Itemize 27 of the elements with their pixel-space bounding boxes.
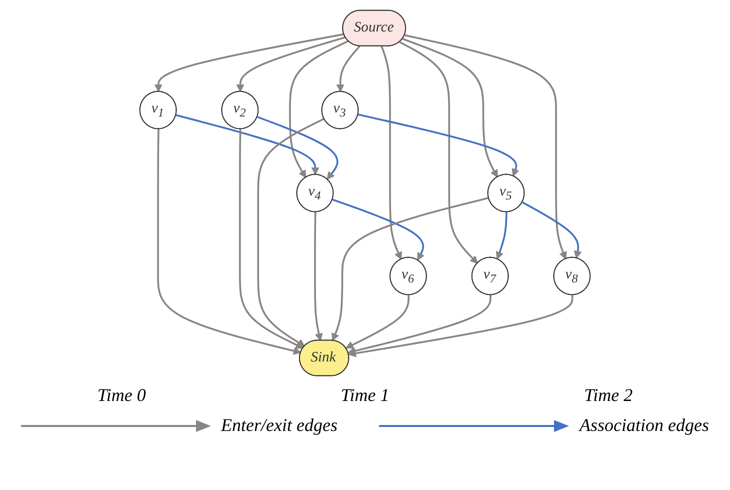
arrow [157,128,302,354]
arrow [332,196,490,341]
arrow [332,198,424,260]
arrow [496,212,508,259]
arrow [380,45,402,260]
arrow [522,200,582,258]
arrow [239,128,304,348]
arrow [154,32,344,92]
time-label: Time 2 [584,385,633,407]
time-label: Time 0 [97,385,146,407]
arrow [404,34,567,259]
arrow [348,294,574,357]
arrow [314,212,323,341]
arrow [289,40,349,178]
legend-text: Enter/exit edges [221,415,338,436]
arrow [257,117,325,346]
legend-text: Association edges [579,415,709,436]
arrow [348,294,492,354]
arrow [399,40,478,264]
arrow [402,38,498,178]
arrow [346,294,410,348]
arrow [336,45,360,92]
time-label: Time 1 [340,385,390,407]
arrow [358,113,520,176]
arrow [257,116,338,180]
arrow [236,36,346,92]
arrow [176,114,320,175]
